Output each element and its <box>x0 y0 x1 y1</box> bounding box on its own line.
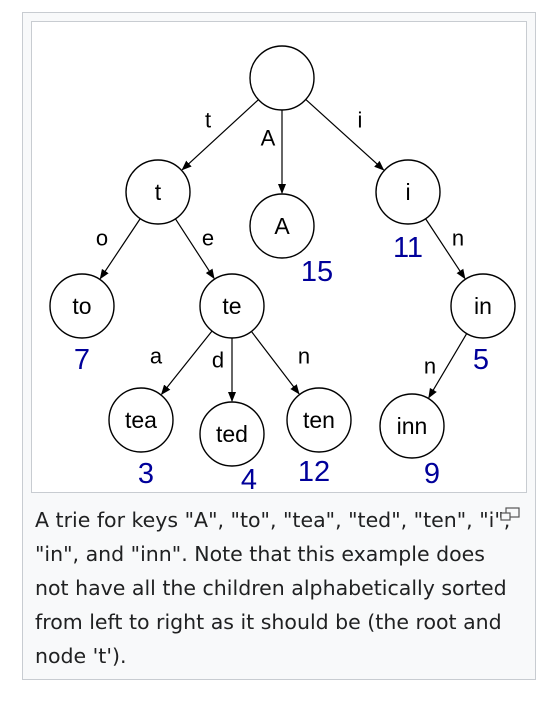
edge-label-t-to: o <box>96 226 108 251</box>
node-in <box>450 273 516 339</box>
node-value-ten: 12 <box>298 456 330 488</box>
node-label-tea: tea <box>125 407 157 433</box>
edge-label-i-in: n <box>452 226 464 251</box>
node-value-inn: 9 <box>424 458 440 490</box>
edge-t-te <box>174 218 215 280</box>
edge-label-te-tea: a <box>150 344 163 369</box>
node-label-inn: inn <box>397 413 428 439</box>
node-value-tea: 3 <box>138 458 154 490</box>
edge-label-root-t: t <box>205 108 211 133</box>
node-value-ted: 4 <box>241 464 257 492</box>
node-label-in: in <box>474 293 492 319</box>
node-root <box>249 45 315 111</box>
edge-label-t-te: e <box>202 226 214 251</box>
node-tea <box>108 387 174 453</box>
node-label-te: te <box>222 293 241 319</box>
node-label-i: i <box>405 179 410 205</box>
node-to <box>49 273 115 339</box>
node-value-in: 5 <box>473 344 489 376</box>
node-label-ted: ted <box>216 421 248 447</box>
edge-te-ten <box>250 331 300 395</box>
node-label-to: to <box>72 293 91 319</box>
edge-i-in <box>425 218 466 280</box>
node-label-t: t <box>155 179 162 205</box>
node-A <box>249 193 315 259</box>
edge-in-inn <box>428 333 468 399</box>
node-i <box>375 159 441 225</box>
figure-caption: A trie for keys "A", "to", "tea", "ted",… <box>35 508 511 668</box>
edge-label-root-A: A <box>261 126 276 151</box>
node-value-to: 7 <box>74 344 90 376</box>
node-label-ten: ten <box>303 407 335 433</box>
node-te <box>199 273 265 339</box>
edge-label-root-i: i <box>358 108 363 133</box>
node-ted <box>199 401 265 467</box>
edge-label-in-inn: n <box>424 354 436 379</box>
node-t <box>125 159 191 225</box>
node-value-A: 15 <box>301 256 333 288</box>
edge-root-t <box>181 99 259 171</box>
edge-t-to <box>99 218 141 280</box>
edge-te-tea <box>160 330 213 395</box>
node-inn <box>379 393 445 459</box>
edge-label-te-ten: n <box>298 344 310 369</box>
node-value-i: 11 <box>393 232 423 264</box>
edge-root-i <box>305 99 385 171</box>
enlarge-icon[interactable] <box>499 507 521 523</box>
edge-label-te-ted: d <box>212 348 224 373</box>
node-ten <box>286 387 352 453</box>
node-label-A: A <box>274 213 290 239</box>
